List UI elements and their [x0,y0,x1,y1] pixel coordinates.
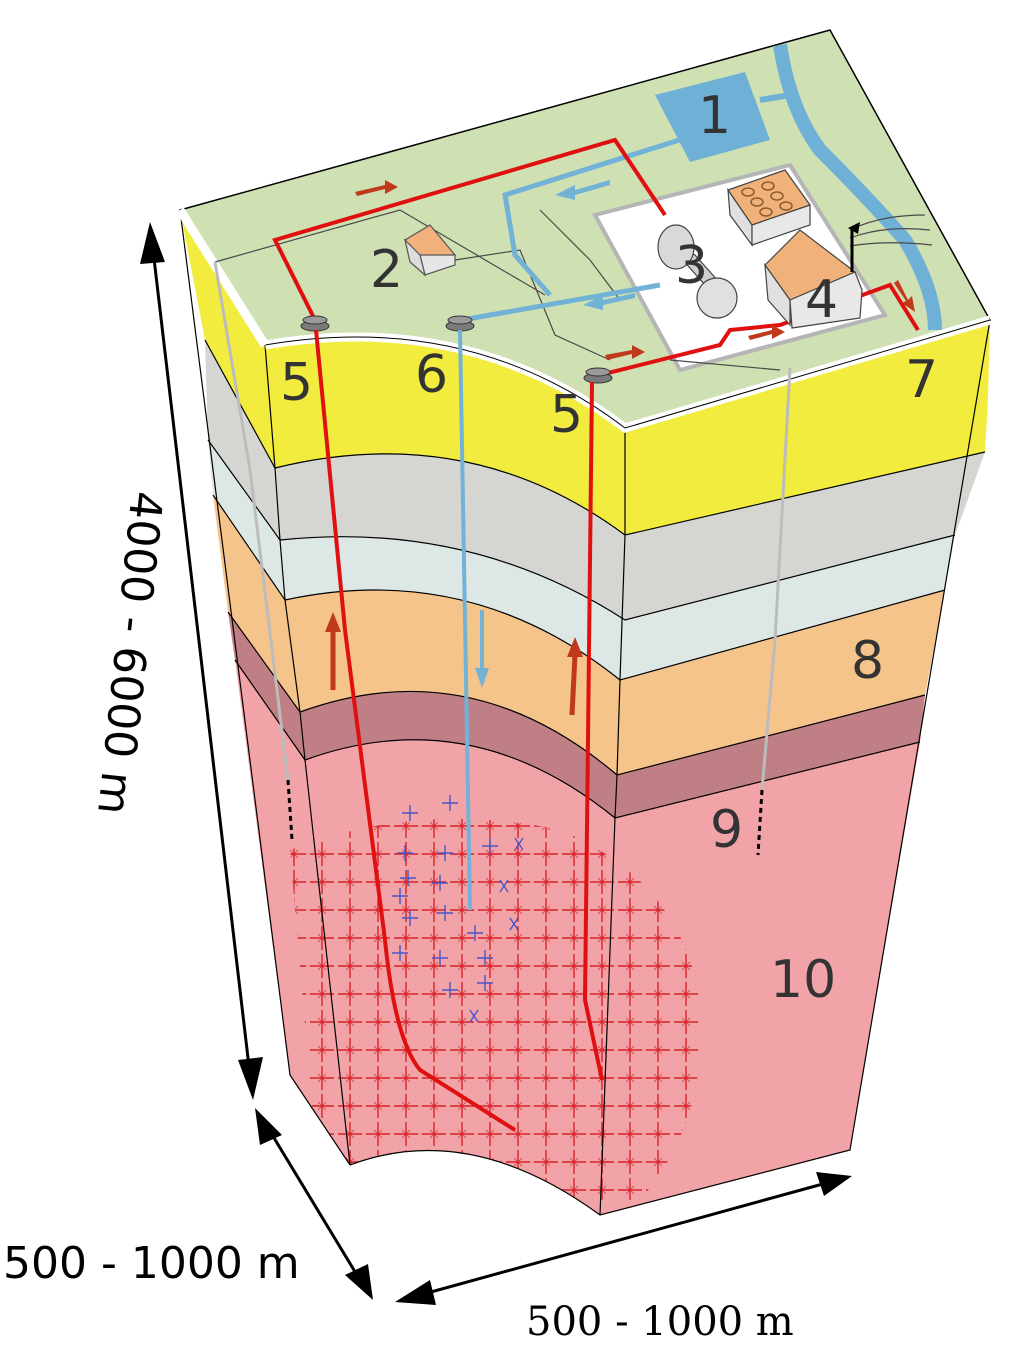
hot-flow-arrows [355,180,915,360]
monitoring-well-left [213,261,290,781]
right-mauve-layer [615,695,925,818]
width-right-label: 500 - 1000 m [526,1299,794,1345]
cold-water-pipes [461,132,696,323]
well-heads [300,315,613,384]
river [773,43,942,331]
right-grey-layer [625,452,985,620]
monitoring-well-right [760,367,792,791]
cooling-building [727,169,811,247]
injection-fractures [392,795,524,1023]
label-8: 8 [851,631,884,691]
label-9: 9 [710,800,743,860]
label-10: 10 [770,950,836,1010]
label-4: 4 [805,270,838,330]
label-2: 2 [370,240,403,300]
hot-water-pipes [272,137,920,377]
heat-exchanger-box [655,72,770,162]
label-5-left: 5 [280,353,313,413]
dimension-arrows [140,222,852,1305]
number-labels: 1 2 3 4 5 6 5 7 8 9 10 [280,86,938,1010]
right-pale-layer [620,535,955,680]
label-3: 3 [675,236,708,296]
surface [176,29,992,433]
height-label: 4000 - 6000 m [87,489,172,817]
width-left-label: 500 - 1000 m [3,1238,300,1289]
control-building [403,224,456,277]
right-orange-layer [617,590,945,775]
well-flow-arrows [325,610,583,716]
production-well-left [314,329,517,1132]
fracture-zone [290,818,702,1200]
wells [213,261,792,1132]
power-house [764,222,863,329]
label-6: 6 [415,345,448,405]
cold-flow-arrows [555,180,635,310]
label-7: 7 [905,350,938,410]
label-5-right: 5 [550,385,583,445]
production-well-right [582,381,604,1081]
right-yellow-layer [625,320,990,535]
label-1: 1 [698,86,731,146]
turbine [657,224,738,319]
injection-well [458,329,472,911]
